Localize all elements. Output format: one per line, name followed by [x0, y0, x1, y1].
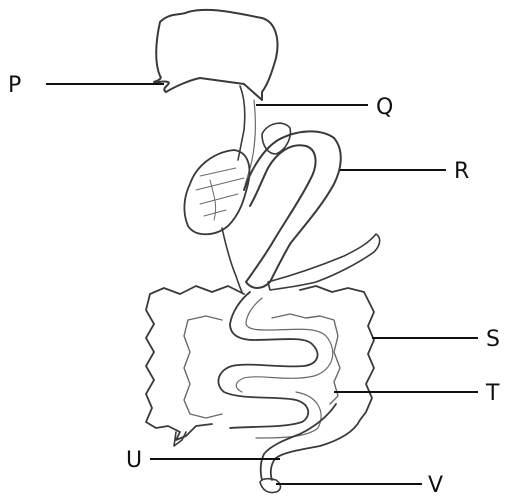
stomach	[244, 131, 341, 288]
liver-texture	[196, 168, 244, 220]
label-r: R	[454, 159, 469, 184]
label-q: Q	[376, 95, 393, 120]
label-s: S	[486, 327, 500, 352]
label-u: U	[126, 448, 142, 473]
label-p: P	[8, 73, 21, 98]
label-t: T	[485, 381, 500, 406]
oesophagus	[238, 86, 245, 160]
large-intestine	[146, 286, 374, 440]
rectum	[261, 404, 360, 480]
bile-duct	[222, 228, 242, 292]
label-v: V	[428, 473, 443, 497]
anus	[260, 479, 281, 493]
small-intestine	[218, 292, 317, 428]
pancreas	[268, 234, 380, 290]
liver	[184, 150, 249, 234]
small-intestine-inner	[236, 298, 333, 438]
head-outline	[154, 10, 277, 100]
